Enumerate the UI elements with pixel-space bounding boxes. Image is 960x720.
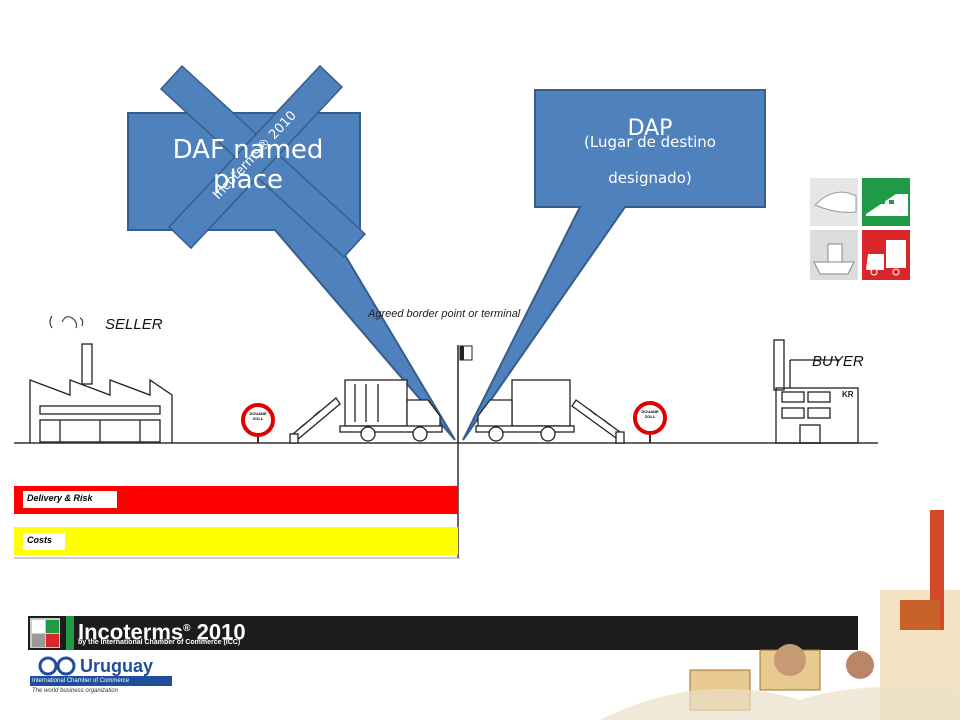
ship-icon [810, 230, 858, 280]
truck-right [475, 379, 575, 442]
customs-sign-right [633, 401, 667, 443]
border-point-label: Agreed border point or terminal [368, 308, 521, 320]
barrier-right [571, 399, 625, 444]
buyer-label: BUYER [812, 353, 864, 370]
crates-decoration [600, 510, 960, 720]
footer-brand: Incoterms® 2010 [78, 619, 246, 645]
train-icon [862, 178, 910, 226]
customs-sign-left [241, 403, 275, 443]
icc-banner [30, 676, 172, 686]
footer-bar [28, 616, 858, 650]
barrier-left [289, 397, 341, 444]
incoterms-logo-icon [30, 618, 60, 648]
costs-bar [14, 527, 458, 555]
delivery-risk-label: Delivery & Risk [23, 491, 117, 508]
seller-label: SELLER [105, 316, 163, 333]
costs-label: Costs [23, 533, 65, 550]
dap-title: DAP [627, 116, 673, 141]
icc-org-line1: International Chamber of Commerce [32, 678, 130, 684]
truck-icon [862, 230, 910, 280]
buyer-building-sign: KR [842, 390, 854, 399]
seller-factory [29, 343, 173, 443]
border-flag [457, 345, 473, 443]
icc-logo-icon [30, 656, 78, 676]
customs-sign-left-text: DOUANE ZOLL [249, 411, 267, 421]
daf-callout-text: DAF named place [172, 135, 324, 195]
smoke-icon [49, 315, 84, 329]
plane-icon [810, 178, 858, 226]
dap-callout [462, 89, 766, 441]
dap-subtitle: (Lugar de destino designado) [584, 133, 716, 187]
customs-sign-right-text: DOUANE ZOLL [641, 409, 659, 419]
cross-out-mark [159, 64, 367, 259]
buyer-building [773, 339, 859, 444]
dap-callout-text: DAP [540, 112, 760, 146]
footer-tagline: by the International Chamber of Commerce… [78, 639, 241, 646]
icc-org-line2: The world business organization [32, 688, 119, 694]
icc-org-name: Uruguay [80, 656, 154, 676]
truck-left [339, 379, 443, 442]
